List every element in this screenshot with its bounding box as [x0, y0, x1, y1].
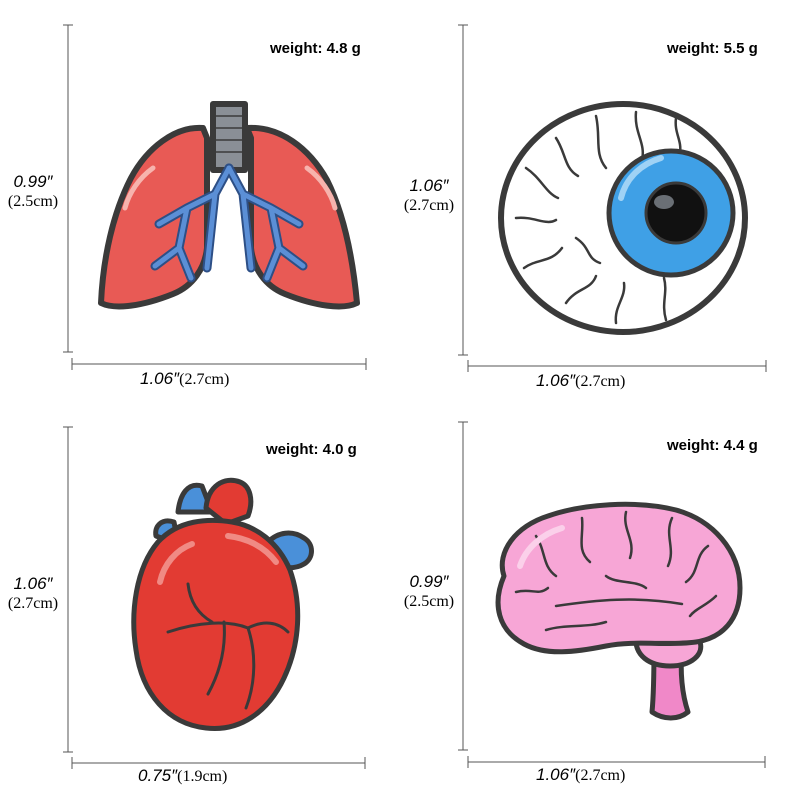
- width-inch-heart: 0.75″: [138, 766, 178, 785]
- eyeball-pin-image: [498, 101, 748, 335]
- weight-label-lungs: weight: 4.8 g: [270, 40, 361, 57]
- height-label-brain: 0.99″ (2.5cm): [396, 572, 462, 612]
- weight-label-brain: weight: 4.4 g: [667, 437, 758, 454]
- width-label-heart: 0.75″(1.9cm): [138, 766, 227, 786]
- height-label-lungs: 0.99″ (2.5cm): [0, 172, 66, 212]
- weight-label-eyeball: weight: 5.5 g: [667, 40, 758, 57]
- lungs-pin-image: [98, 101, 360, 310]
- width-inch-lungs: 1.06″: [140, 369, 180, 388]
- width-label-lungs: 1.06″(2.7cm): [140, 369, 229, 389]
- height-inch-lungs: 0.99″: [13, 172, 53, 191]
- brain-pin-image: [495, 501, 743, 721]
- width-cm-heart: (1.9cm): [177, 768, 228, 785]
- height-label-heart: 1.06″ (2.7cm): [0, 574, 66, 614]
- height-cm-lungs: (2.5cm): [7, 193, 59, 210]
- weight-label-heart: weight: 4.0 g: [266, 441, 357, 458]
- width-inch-brain: 1.06″: [536, 765, 576, 784]
- heart-pin-image: [131, 477, 314, 731]
- height-cm-eyeball: (2.7cm): [403, 197, 455, 214]
- width-inch-eyeball: 1.06″: [536, 371, 576, 390]
- width-label-brain: 1.06″(2.7cm): [536, 765, 625, 785]
- height-inch-brain: 0.99″: [409, 572, 449, 591]
- width-cm-brain: (2.7cm): [575, 767, 626, 784]
- width-cm-lungs: (2.7cm): [179, 371, 230, 388]
- height-inch-heart: 1.06″: [13, 574, 53, 593]
- height-cm-brain: (2.5cm): [403, 593, 455, 610]
- height-label-eyeball: 1.06″ (2.7cm): [396, 176, 462, 216]
- height-cm-heart: (2.7cm): [7, 595, 59, 612]
- width-label-eyeball: 1.06″(2.7cm): [536, 371, 625, 391]
- width-cm-eyeball: (2.7cm): [575, 373, 626, 390]
- height-inch-eyeball: 1.06″: [409, 176, 449, 195]
